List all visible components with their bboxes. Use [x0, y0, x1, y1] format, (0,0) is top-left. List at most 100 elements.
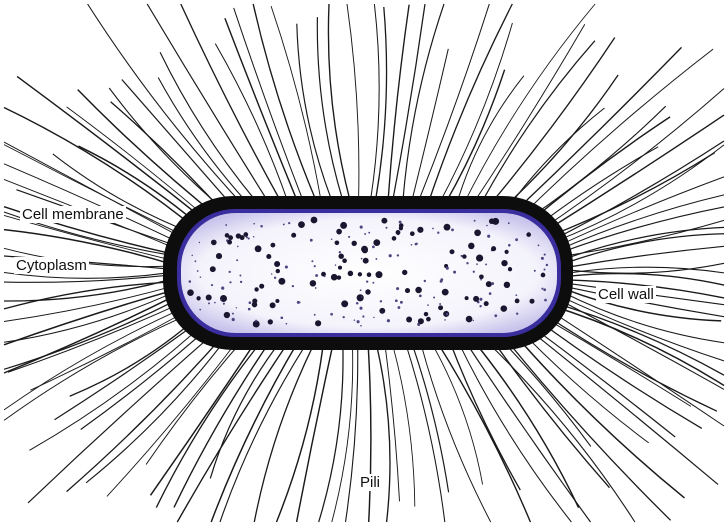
granule — [484, 301, 489, 306]
pilus — [462, 4, 595, 207]
granule — [291, 233, 296, 238]
granule — [366, 280, 368, 282]
pili-label: Pili — [358, 474, 382, 491]
granule — [232, 318, 235, 321]
granule — [216, 253, 222, 259]
pilus — [271, 6, 321, 201]
granule — [534, 270, 536, 272]
pilus — [445, 70, 505, 205]
granule — [274, 277, 276, 279]
pilus — [550, 141, 724, 241]
granule — [450, 249, 455, 254]
granule — [396, 230, 401, 235]
granule — [410, 231, 415, 236]
pilus — [537, 313, 691, 406]
pilus — [88, 4, 251, 213]
granule — [400, 301, 403, 304]
granule — [397, 306, 400, 309]
pilus — [67, 327, 231, 491]
granule — [280, 316, 283, 319]
granule — [491, 246, 496, 251]
granule — [476, 263, 478, 265]
granule — [255, 320, 257, 322]
granule — [508, 244, 511, 247]
granule — [266, 254, 271, 259]
granule — [476, 255, 483, 262]
granule — [462, 254, 466, 258]
granule — [396, 287, 399, 290]
granule — [343, 316, 345, 318]
granule — [191, 255, 192, 256]
granule — [286, 323, 288, 325]
pilus — [546, 308, 724, 426]
granule — [338, 253, 343, 258]
granule — [232, 313, 234, 315]
granule — [357, 320, 360, 323]
granule — [543, 288, 546, 291]
granule — [453, 271, 456, 274]
granule — [227, 240, 232, 245]
granule — [367, 272, 372, 277]
pilus — [393, 347, 415, 507]
granule — [432, 228, 434, 230]
granule — [324, 275, 326, 277]
pilus — [412, 49, 448, 200]
granule — [361, 246, 368, 253]
granule — [372, 246, 375, 249]
pilus — [109, 88, 233, 218]
granule — [236, 307, 237, 308]
granule — [357, 294, 364, 301]
cytoplasm-label: Cytoplasm — [14, 257, 89, 274]
pilus — [484, 38, 615, 213]
granule — [515, 238, 518, 241]
granule — [243, 232, 248, 237]
granule — [461, 255, 463, 257]
granule — [310, 280, 316, 286]
granule — [437, 232, 439, 234]
granule — [544, 299, 547, 302]
granule — [248, 237, 250, 239]
granule — [508, 222, 510, 224]
granule — [379, 308, 385, 314]
granule — [249, 301, 252, 304]
granule — [225, 233, 230, 238]
pilus — [432, 344, 483, 485]
granule — [406, 317, 412, 323]
pilus — [393, 4, 425, 199]
granule — [397, 254, 399, 256]
granule — [444, 224, 451, 231]
granule — [473, 271, 475, 273]
granule — [221, 287, 224, 290]
granule — [418, 318, 424, 324]
granule — [220, 295, 227, 302]
granule — [342, 258, 347, 263]
pilus — [151, 336, 260, 496]
granule — [268, 319, 273, 324]
pilus — [215, 44, 288, 205]
granule — [479, 305, 481, 307]
granule — [541, 288, 543, 290]
granule — [239, 275, 241, 277]
pilus — [419, 4, 490, 201]
pilus — [368, 348, 371, 523]
granule — [361, 296, 362, 297]
granule — [375, 258, 377, 260]
granule — [220, 299, 222, 301]
granule — [485, 263, 487, 265]
granule — [315, 274, 318, 277]
granule — [229, 281, 231, 283]
granule — [331, 274, 338, 281]
granule — [387, 319, 390, 322]
pilus — [147, 4, 272, 208]
granule — [372, 282, 374, 284]
granule — [335, 240, 340, 245]
granule — [544, 254, 546, 256]
granule — [411, 244, 413, 246]
granule — [395, 299, 398, 302]
granule — [352, 241, 357, 246]
granule — [392, 236, 397, 241]
pilus — [277, 346, 324, 522]
granule — [399, 221, 402, 224]
granule — [292, 285, 294, 287]
granule — [424, 312, 428, 316]
